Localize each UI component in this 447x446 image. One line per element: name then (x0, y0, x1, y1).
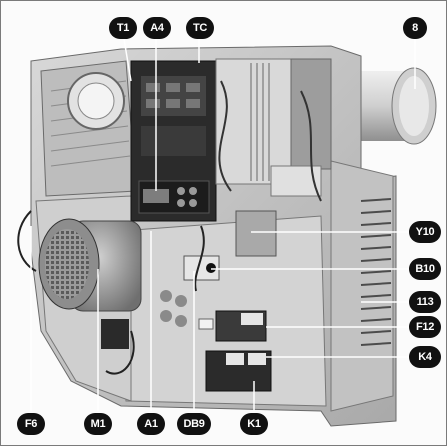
vent-slots (360, 198, 392, 346)
callout-f12: F12 (409, 316, 441, 338)
callout-a1: A1 (137, 413, 165, 435)
callout-db9: DB9 (177, 413, 211, 435)
terminal-strip (215, 58, 332, 202)
callout-k1: K1 (240, 413, 268, 435)
callout-tc: TC (186, 17, 214, 39)
callout-m1: M1 (84, 413, 112, 435)
relay-block (198, 310, 272, 392)
panel-holes (160, 290, 187, 327)
callout-k4: K4 (409, 346, 441, 368)
callout-a4: A4 (143, 17, 171, 39)
leader-lines (30, 31, 416, 411)
control-unit (130, 60, 217, 222)
solenoid-valve (235, 210, 277, 257)
callout-t1: T1 (109, 17, 137, 39)
callout-8: 8 (403, 17, 427, 39)
callout-y10: Y10 (409, 221, 441, 243)
callout-f6: F6 (17, 413, 45, 435)
callout-113: 113 (409, 291, 441, 313)
callout-b10: B10 (409, 258, 441, 280)
fan-motor (38, 218, 142, 349)
